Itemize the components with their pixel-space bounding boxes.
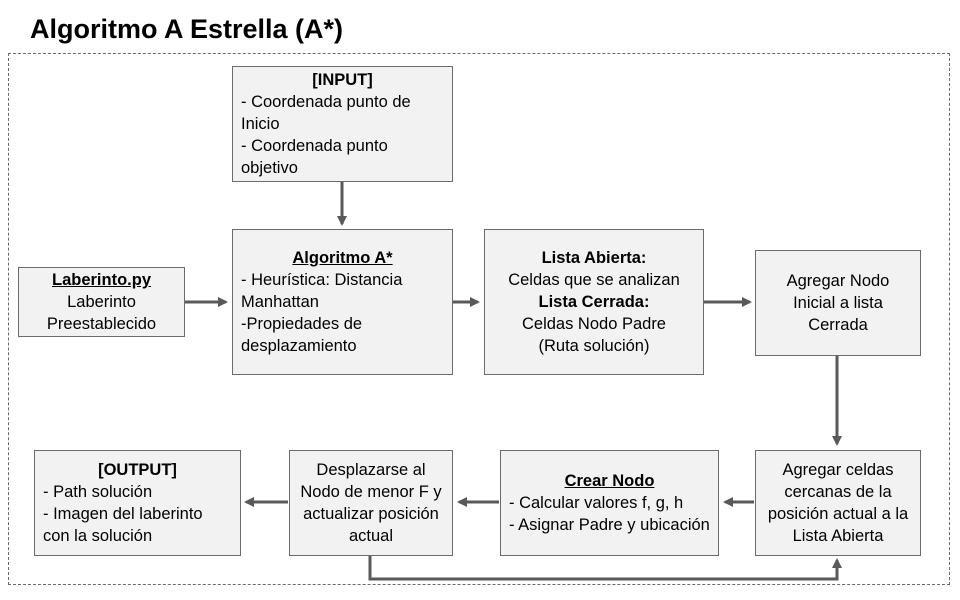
agregar-nodo-inicial-text: Agregar Nodo Inicial a lista Cerrada	[786, 272, 890, 334]
algoritmo-box: Algoritmo A* - Heurística: Distancia Man…	[232, 229, 453, 375]
output-line: - Imagen del laberinto con la solución	[43, 505, 203, 545]
diagram-title: Algoritmo A Estrella (A*)	[30, 14, 344, 44]
input-line: - Coordenada punto objetivo	[241, 137, 388, 177]
crear-nodo-line: - Calcular valores f, g, h	[509, 494, 684, 512]
agregar-celdas-box: Agregar celdas cercanas de la posición a…	[755, 450, 921, 556]
desplazarse-box: Desplazarse al Nodo de menor F y actuali…	[289, 450, 453, 556]
crear-nodo-heading: Crear Nodo	[564, 472, 655, 490]
algoritmo-heading: Algoritmo A*	[292, 249, 393, 267]
laberinto-box: Laberinto.py Laberinto Preestablecido	[18, 267, 185, 337]
output-box: [OUTPUT] - Path solución - Imagen del la…	[34, 450, 241, 556]
input-line: - Coordenada punto de Inicio	[241, 93, 411, 133]
laberinto-heading: Laberinto.py	[51, 271, 151, 289]
output-line: - Path solución	[43, 483, 153, 501]
crear-nodo-box: Crear Nodo - Calcular valores f, g, h - …	[500, 450, 719, 556]
input-heading: [INPUT]	[312, 71, 373, 89]
lista-abierta-text: Celdas que se analizan	[508, 271, 680, 289]
lista-abierta-heading: Lista Abierta:	[541, 249, 647, 267]
algoritmo-line: - Heurística: Distancia Manhattan	[241, 271, 403, 311]
arrow-desplazarse-loop-to-agregar-celdas	[368, 556, 842, 581]
input-box: [INPUT] - Coordenada punto de Inicio - C…	[232, 66, 453, 182]
listas-box: Lista Abierta: Celdas que se analizan Li…	[484, 229, 704, 375]
lista-cerrada-heading: Lista Cerrada:	[538, 293, 650, 311]
crear-nodo-line: - Asignar Padre y ubicación	[509, 516, 710, 534]
output-heading: [OUTPUT]	[98, 461, 177, 479]
laberinto-line: Laberinto	[67, 293, 136, 311]
agregar-nodo-inicial-box: Agregar Nodo Inicial a lista Cerrada	[755, 250, 921, 356]
algoritmo-line: -Propiedades de desplazamiento	[241, 315, 363, 355]
lista-cerrada-text: Celdas Nodo Padre	[521, 315, 666, 333]
lista-cerrada-note: (Ruta solución)	[538, 337, 650, 355]
agregar-celdas-text: Agregar celdas cercanas de la posición a…	[767, 461, 909, 545]
dashed-frame	[8, 53, 950, 585]
desplazarse-text: Desplazarse al Nodo de menor F y actuali…	[300, 461, 442, 545]
laberinto-line: Preestablecido	[46, 315, 157, 333]
